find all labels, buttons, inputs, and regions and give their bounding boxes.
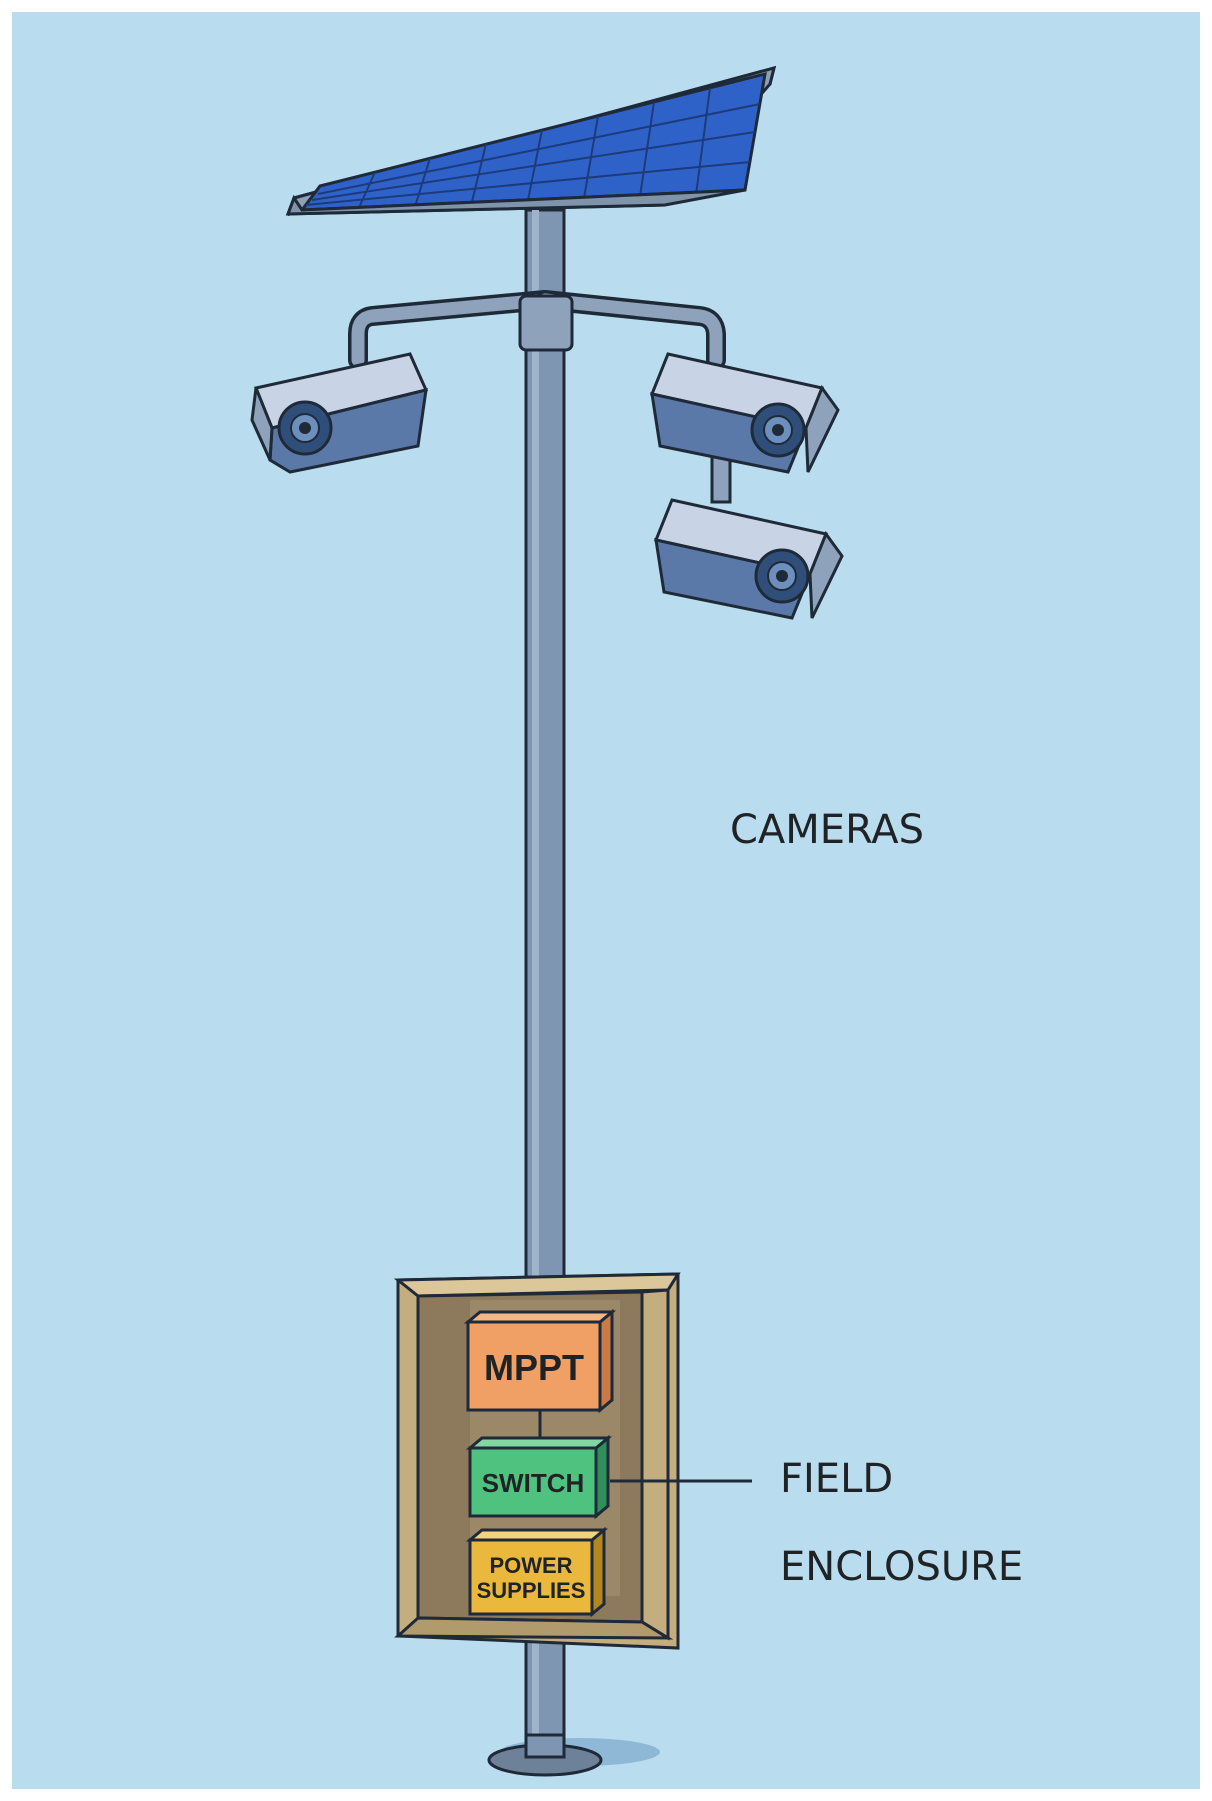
switch-module: SWITCH — [465, 1434, 613, 1520]
enclosure-label: ENCLOSURE — [780, 1544, 1023, 1590]
mppt-module: MPPT — [463, 1308, 617, 1414]
field-label: FIELD — [780, 1456, 893, 1502]
power-supplies-module: POWER SUPPLIES — [465, 1526, 609, 1618]
camera-mount — [348, 290, 732, 504]
switch-label: SWITCH — [482, 1468, 585, 1498]
camera-left — [250, 352, 429, 474]
camera-right-top — [649, 352, 840, 474]
cameras-label: CAMERAS — [730, 807, 924, 853]
power-supplies-label-2: SUPPLIES — [477, 1578, 586, 1603]
mppt-label: MPPT — [484, 1347, 584, 1388]
camera-right-bottom — [653, 498, 844, 620]
solar-panel — [285, 65, 777, 217]
power-supplies-label-1: POWER — [489, 1553, 572, 1578]
